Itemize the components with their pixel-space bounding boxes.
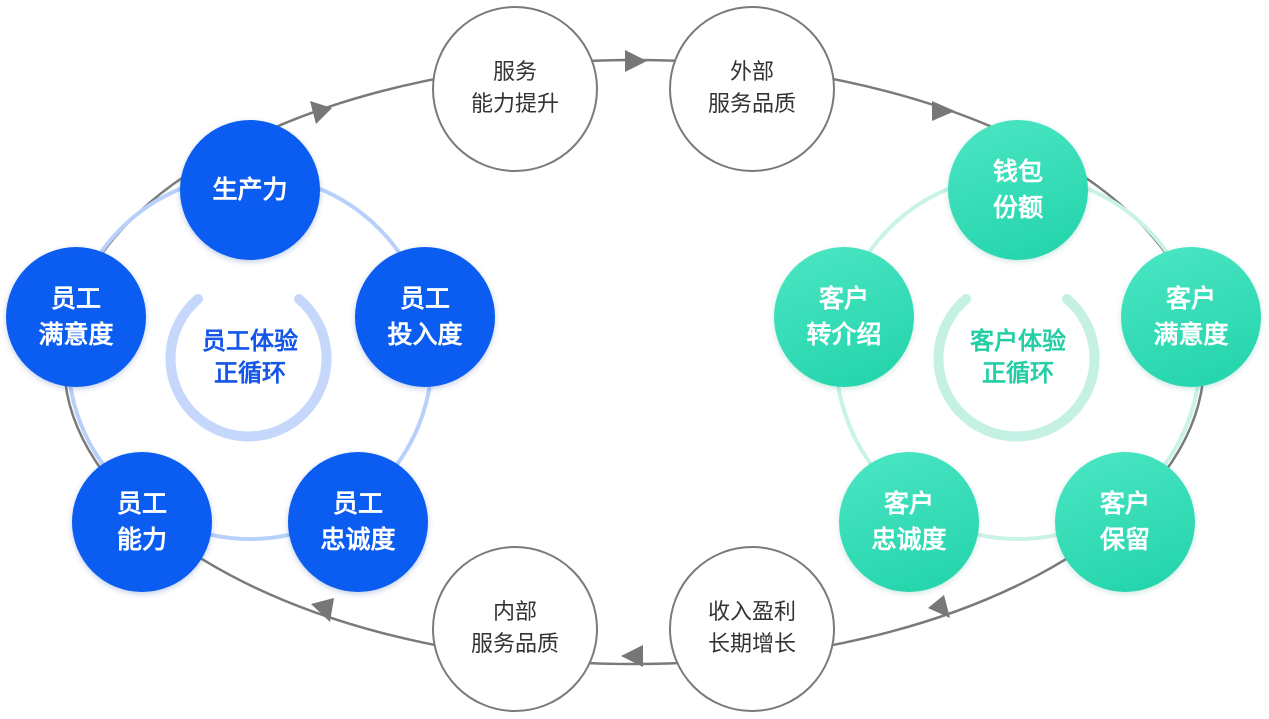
customer-center-arc xyxy=(933,294,1100,442)
node-label-line2: 服务品质 xyxy=(707,92,796,117)
customer-cycle-center: 客户体验 正循环 xyxy=(938,277,1098,437)
customer-satisfaction-node: 客户 满意度 xyxy=(1121,247,1261,387)
node-label-line1: 生产力 xyxy=(212,174,288,204)
node-label-line1: 服务 xyxy=(492,60,537,86)
node-label-line1: 客户 xyxy=(1165,283,1216,313)
node-label-line1: 客户 xyxy=(818,283,869,313)
node-label-line1: 客户 xyxy=(1099,488,1150,518)
employee-cycle-center: 员工体验 正循环 xyxy=(170,277,330,437)
node-label-line1: 员工 xyxy=(116,488,167,518)
internal-service-quality-node: 内部 服务品质 xyxy=(432,546,598,712)
node-label-line2: 转介绍 xyxy=(806,320,882,349)
employee-loyalty-node: 员工 忠诚度 xyxy=(288,452,428,592)
node-label-line1: 客户 xyxy=(883,488,934,518)
node-label-line2: 忠诚度 xyxy=(871,525,947,554)
node-label-line2: 能力 xyxy=(116,525,167,554)
arrow-icon-bottom-right xyxy=(928,595,950,618)
node-label-line2: 能力提升 xyxy=(470,92,559,117)
node-label-line1: 员工 xyxy=(50,283,101,313)
customer-loyalty-node: 客户 忠诚度 xyxy=(839,452,979,592)
employee-ability-node: 员工 能力 xyxy=(72,452,212,592)
employee-satisfaction-node: 员工 满意度 xyxy=(6,247,146,387)
employee-center-arc xyxy=(165,294,332,442)
center-label-line2: 正循环 xyxy=(982,359,1054,387)
employee-engagement-node: 员工 投入度 xyxy=(355,247,495,387)
node-label-line1: 钱包 xyxy=(992,156,1043,186)
revenue-growth-node: 收入盈利 长期增长 xyxy=(669,546,835,712)
arrow-icon-top-left xyxy=(310,101,332,124)
customer-wallet-share-node: 钱包 份额 xyxy=(948,120,1088,260)
arrow-icon-bottom-left xyxy=(311,598,334,622)
node-label-line1: 内部 xyxy=(492,600,537,626)
customer-retention-node: 客户 保留 xyxy=(1055,452,1195,592)
node-label-line2: 服务品质 xyxy=(470,632,559,657)
customer-referral-node: 客户 转介绍 xyxy=(774,247,914,387)
arrow-icon-top-right xyxy=(932,101,955,121)
employee-productivity-node: 生产力 xyxy=(180,120,320,260)
node-label-line2: 份额 xyxy=(992,193,1043,222)
node-label-line2: 忠诚度 xyxy=(320,525,396,554)
arrow-icon-top-center xyxy=(625,50,647,72)
node-label-line2: 保留 xyxy=(1099,525,1150,554)
center-label-line2: 正循环 xyxy=(214,359,286,387)
node-label-line2: 投入度 xyxy=(387,320,463,349)
arrow-icon-bottom-center xyxy=(621,645,643,667)
node-label-line2: 满意度 xyxy=(38,320,114,349)
center-label-line1: 员工体验 xyxy=(202,326,298,355)
service-capability-node: 服务 能力提升 xyxy=(432,6,598,172)
node-label-line2: 满意度 xyxy=(1153,320,1229,349)
node-label-line1: 员工 xyxy=(332,488,383,518)
node-label-line1: 收入盈利 xyxy=(707,600,796,626)
center-label-line1: 客户体验 xyxy=(970,326,1066,355)
external-service-quality-node: 外部 服务品质 xyxy=(669,6,835,172)
node-label-line1: 员工 xyxy=(399,283,450,313)
node-label-line1: 外部 xyxy=(729,60,774,86)
node-label-line2: 长期增长 xyxy=(707,632,796,657)
